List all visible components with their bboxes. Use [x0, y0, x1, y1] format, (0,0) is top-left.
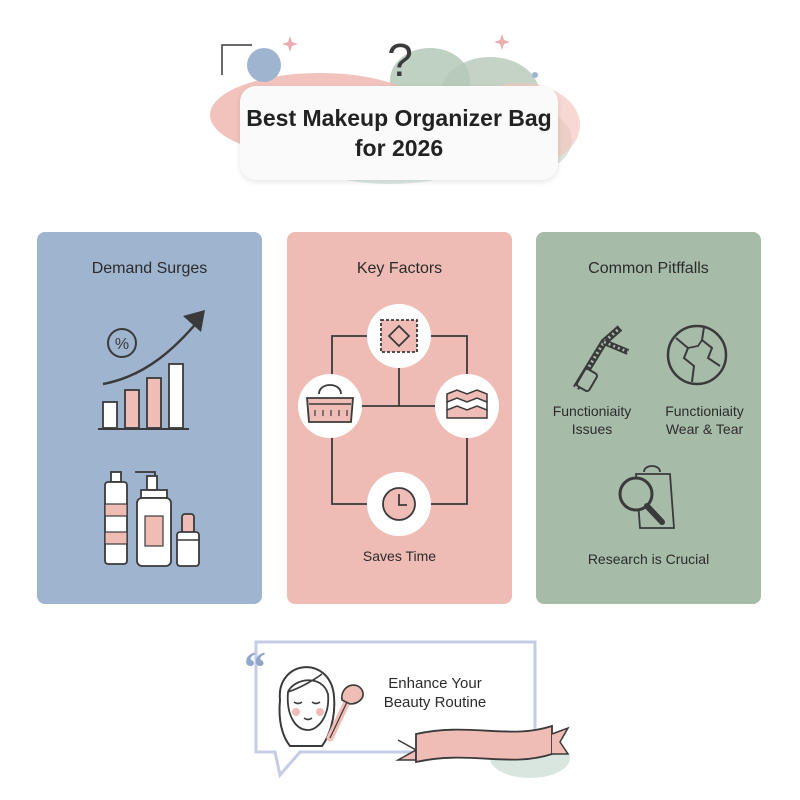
- sparkle-icon: [282, 36, 298, 52]
- page-title-line2: for 2026: [354, 135, 444, 161]
- footer-quote: “ Enhance Your Beauty Routine: [230, 630, 570, 790]
- cracked-globe-icon: [666, 324, 728, 386]
- question-mark-icon: ?: [387, 34, 413, 86]
- research-label: Research is Crucial: [587, 551, 710, 567]
- card-key-factors: Key Factors: [287, 232, 512, 604]
- organizer-layers-icon: [435, 374, 499, 438]
- percent-icon: %: [115, 336, 129, 353]
- broken-zipper-icon: [573, 325, 630, 392]
- functionality-issues-label: Functioniaity Issues: [552, 403, 632, 437]
- saves-time-label: Saves Time: [362, 548, 437, 564]
- ribbon-banner: [395, 724, 570, 764]
- card-title-pitfalls: Common Pitffalls: [588, 260, 709, 277]
- quote-mark-icon: “: [244, 643, 266, 692]
- woman-face-icon: [278, 666, 336, 747]
- clock-icon: [367, 472, 431, 536]
- card-title-factors: Key Factors: [356, 260, 443, 277]
- card-demand-surges: Demand Surges %: [37, 232, 262, 604]
- header: ? Best Makeup Organizer Bag for 2026: [200, 20, 600, 190]
- title-card: Best Makeup Organizer Bag for 2026: [240, 86, 558, 180]
- card-common-pitfalls: Common Pitffalls Functioniaity Issues Fu…: [536, 232, 761, 604]
- quote-bubble: “: [244, 640, 570, 779]
- blue-circle: [247, 48, 281, 82]
- research-magnifier-icon: [618, 465, 675, 529]
- factors-diagram: [298, 304, 499, 536]
- makeup-bag-icon: [298, 374, 362, 438]
- sparkle-icon: [494, 34, 510, 50]
- fabric-icon: [367, 304, 431, 368]
- cosmetic-bottles-icon: [104, 471, 200, 567]
- makeup-brush-icon: [326, 684, 364, 742]
- card-title-demand: Demand Surges: [91, 260, 208, 277]
- wear-and-tear-label: Functioniaity Wear & Tear: [665, 403, 744, 437]
- page-title-line1: Best Makeup Organizer Bag: [246, 105, 552, 131]
- growth-chart-icon: %: [98, 310, 205, 430]
- quote-text: Enhance Your Beauty Routine: [383, 675, 487, 711]
